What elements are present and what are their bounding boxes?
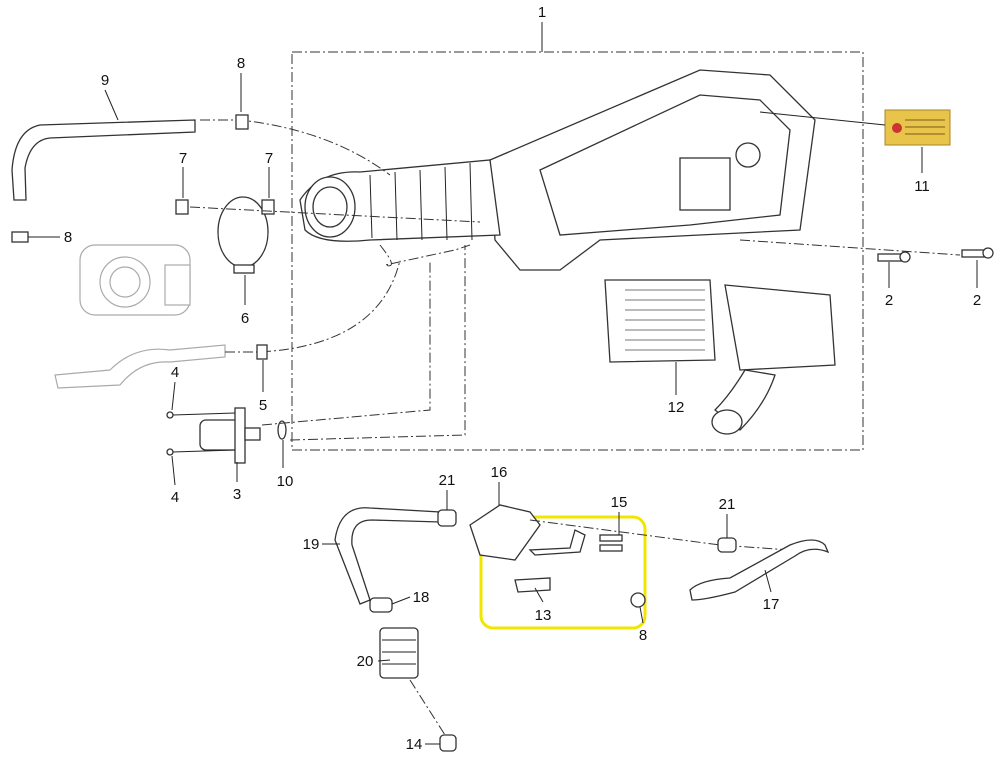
airbox-cover[interactable] (711, 284, 836, 435)
callout-8: 8 (237, 55, 245, 72)
callout-5: 5 (259, 397, 267, 414)
leader-line (200, 119, 391, 176)
callout-4: 4 (171, 489, 179, 506)
callout-7: 7 (179, 150, 187, 167)
callout-leaders (28, 73, 978, 745)
leader-line (189, 206, 481, 223)
clip-part-8[interactable] (630, 592, 646, 608)
callout-4: 4 (171, 364, 179, 381)
callout-20: 20 (357, 653, 374, 670)
o-ring-part-10[interactable] (277, 420, 287, 440)
bolt-part-2[interactable] (877, 251, 911, 263)
callout-8: 8 (639, 627, 647, 644)
bracket-part-13[interactable] (514, 529, 586, 593)
lower-duct-outline (379, 244, 471, 267)
leader-line (225, 259, 401, 353)
callout-13: 13 (535, 607, 552, 624)
valve-part-16[interactable] (469, 504, 541, 561)
callout-14: 14 (406, 736, 423, 753)
callout-15: 15 (611, 494, 628, 511)
clamp-screw (233, 264, 255, 274)
clip-part-8[interactable] (11, 231, 29, 243)
bolt-part-2[interactable] (961, 247, 994, 259)
clip-part-5[interactable] (256, 344, 268, 360)
cap-part-14[interactable] (439, 734, 457, 752)
callout-9: 9 (101, 72, 109, 89)
callout-21: 21 (439, 472, 456, 489)
hose-part-9[interactable] (11, 119, 196, 201)
clip-part-7[interactable] (261, 199, 275, 215)
intake-boot[interactable] (299, 159, 501, 242)
callout-3: 3 (233, 486, 241, 503)
throttle-body-ghost (79, 244, 191, 316)
callout-2: 2 (973, 292, 981, 309)
callout-11: 11 (914, 178, 930, 195)
screw-part-4[interactable] (166, 411, 236, 419)
callout-16: 16 (491, 464, 508, 481)
callout-7: 7 (265, 150, 273, 167)
callout-8: 8 (64, 229, 72, 246)
callout-17: 17 (763, 596, 780, 613)
filter-element[interactable] (604, 279, 716, 363)
clip-part-8[interactable] (235, 114, 249, 130)
callout-19: 19 (303, 536, 320, 553)
highlight-box-part-13 (479, 515, 647, 630)
callout-2: 2 (885, 292, 893, 309)
callout-12: 12 (668, 399, 685, 416)
hose-part-17[interactable] (689, 539, 830, 601)
callout-21: 21 (719, 496, 736, 513)
hose-part-19[interactable] (334, 507, 441, 605)
leader-line (409, 679, 446, 736)
callout-6: 6 (241, 310, 249, 327)
filter-part-20[interactable] (379, 627, 419, 679)
callout-10: 10 (277, 473, 294, 490)
warning-label (884, 109, 951, 146)
hose-ghost (54, 344, 226, 389)
valve-part-3[interactable] (199, 407, 261, 464)
leader-line (529, 519, 791, 551)
hose-clamp-part-6[interactable] (217, 196, 269, 268)
clamp-part-21[interactable] (437, 509, 457, 527)
leader-line (261, 260, 431, 426)
assembly-1-boundary (291, 51, 864, 451)
clamp-part-18[interactable] (369, 597, 393, 613)
airbox-housing[interactable] (489, 69, 816, 271)
leader-line (289, 245, 466, 441)
screw-part-4[interactable] (166, 448, 236, 456)
clamp-part-21[interactable] (717, 537, 737, 553)
callout-1: 1 (538, 4, 546, 21)
leader-line (739, 239, 961, 256)
bolt-part-15[interactable] (599, 534, 623, 552)
clip-part-7[interactable] (175, 199, 189, 215)
callout-18: 18 (413, 589, 430, 606)
leader-line (759, 111, 886, 126)
